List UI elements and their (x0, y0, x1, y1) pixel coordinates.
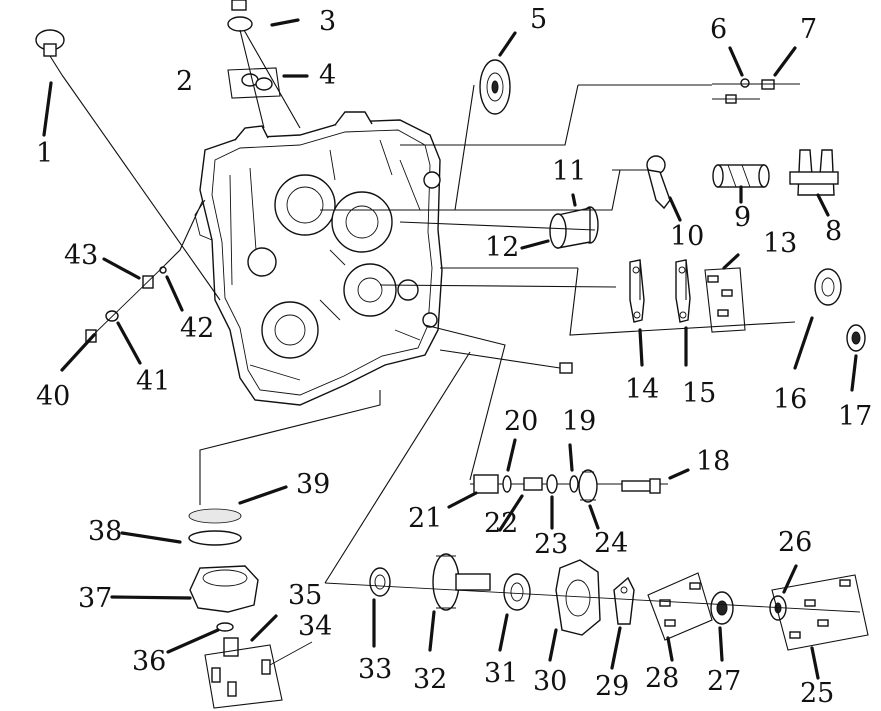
callout-36: 36 (132, 646, 166, 677)
callout-24: 24 (594, 528, 628, 559)
callout-18: 18 (696, 446, 730, 477)
part-16-bearing (793, 268, 842, 370)
callout-41: 41 (136, 366, 170, 397)
callout-30: 30 (533, 666, 567, 697)
callout-2: 2 (176, 66, 193, 97)
transmission-axis-line (324, 582, 861, 613)
callout-labels: 1 2 3 4 5 6 7 8 9 10 11 12 13 14 15 16 1… (36, 4, 872, 709)
callout-3: 3 (319, 6, 336, 37)
callout-31: 31 (484, 658, 518, 689)
callout-16: 16 (773, 384, 807, 415)
callout-11: 11 (552, 156, 586, 187)
part-25-bolts (771, 574, 869, 680)
callout-5: 5 (530, 4, 547, 35)
callout-37: 37 (78, 583, 112, 614)
part-27-bearing (710, 591, 734, 662)
part-3-bolt (227, 0, 300, 32)
callout-15: 15 (682, 378, 716, 409)
part-40-43-valve (60, 257, 184, 372)
part-6-7-pins (712, 46, 800, 104)
callout-35: 35 (288, 580, 322, 611)
callout-19: 19 (562, 406, 596, 437)
callout-32: 32 (413, 664, 447, 695)
part-39-screen (188, 485, 288, 524)
part-36-seal (166, 622, 234, 654)
callout-28: 28 (645, 663, 679, 694)
part-8-shift-fork (789, 149, 839, 217)
part-35-plug (223, 614, 278, 657)
part-28-bolts (647, 572, 713, 662)
dowel-pin (559, 362, 573, 374)
callout-14: 14 (625, 374, 659, 405)
part-5-bearing (479, 31, 517, 115)
callout-43: 43 (64, 240, 98, 271)
part-37-housing (110, 565, 259, 613)
callout-1: 1 (36, 138, 53, 169)
part-32-gear-shaft (428, 553, 491, 652)
part-11-12-bushing (520, 193, 599, 250)
callout-23: 23 (534, 529, 568, 560)
callout-9: 9 (734, 202, 751, 233)
crankcase-half (194, 111, 443, 406)
callout-22: 22 (484, 508, 518, 539)
part-38-oring (120, 530, 242, 546)
callout-6: 6 (710, 14, 727, 45)
callout-10: 10 (670, 221, 704, 252)
callout-12: 12 (485, 232, 519, 263)
shaft-assembly-18-24 (447, 438, 690, 532)
callout-8: 8 (825, 216, 842, 247)
leader-lines (61, 29, 796, 584)
part-13-bolts (704, 253, 746, 333)
part-14-plate (629, 259, 645, 367)
callout-13: 13 (763, 228, 797, 259)
callout-27: 27 (707, 666, 741, 697)
part-10-lever (646, 155, 682, 222)
callout-38: 38 (88, 516, 122, 547)
part-30-cover (548, 559, 601, 662)
callout-25: 25 (800, 678, 834, 709)
part-1-dipstick (35, 29, 65, 137)
callout-42: 42 (180, 313, 214, 344)
callout-29: 29 (595, 671, 629, 702)
callout-39: 39 (296, 469, 330, 500)
callout-4: 4 (319, 60, 336, 91)
part-26-seal (769, 564, 798, 621)
callout-7: 7 (800, 14, 817, 45)
callout-21: 21 (408, 503, 442, 534)
part-34-fasteners (204, 641, 313, 709)
callout-34: 34 (298, 611, 332, 642)
callout-40: 40 (36, 381, 70, 412)
part-9-shift-drum (712, 164, 770, 204)
part-17-bearing (846, 324, 866, 392)
part-15-plate (675, 259, 691, 367)
callout-20: 20 (504, 406, 538, 437)
part-29-plate (610, 576, 635, 670)
callout-33: 33 (358, 654, 392, 685)
callout-17: 17 (838, 401, 872, 432)
callout-26: 26 (778, 527, 812, 558)
part-31-bearing (498, 573, 531, 652)
part-33-bearing (369, 567, 391, 648)
part-4-washers (227, 67, 309, 99)
